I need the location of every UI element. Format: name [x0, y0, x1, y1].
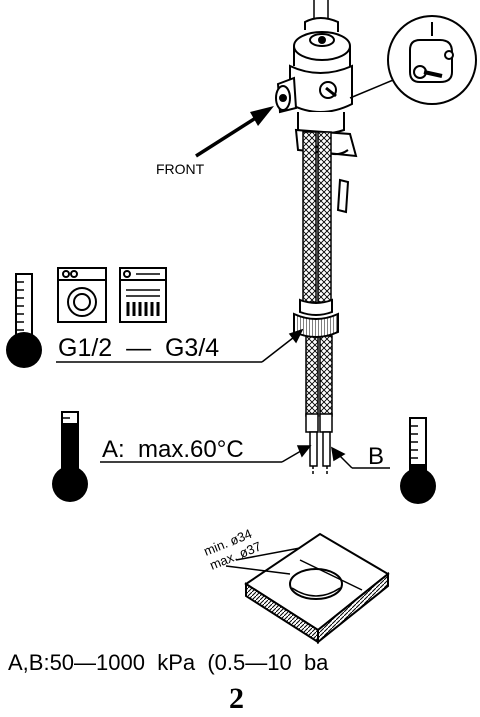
hot-supply-label: A: max.60°C [102, 436, 244, 463]
dishwasher-icon [119, 267, 167, 323]
page-number: 2 [229, 682, 244, 715]
hole-dimension [225, 547, 363, 591]
hot-thermometer-icon [52, 411, 88, 502]
connection-label: G1/2 — G3/4 [58, 334, 219, 362]
pressure-label: A,B:50—1000 kPa (0.5—10 ba [8, 650, 329, 675]
front-label: FRONT [156, 161, 205, 177]
handle-detail-icon [349, 15, 477, 105]
mixer-valve [275, 0, 358, 214]
front-arrow [195, 106, 274, 158]
connection-nut [293, 298, 339, 338]
cold-supply-leader [331, 446, 390, 469]
washing-machine-icon [57, 267, 107, 323]
cold-supply-label: B [368, 443, 384, 470]
thermometer-icon [6, 273, 42, 368]
cold-thermometer-icon [400, 417, 436, 504]
mounting-plate [244, 532, 390, 645]
hot-supply-leader [100, 445, 312, 463]
braided-hoses [302, 131, 333, 476]
connection-leader [56, 328, 304, 363]
